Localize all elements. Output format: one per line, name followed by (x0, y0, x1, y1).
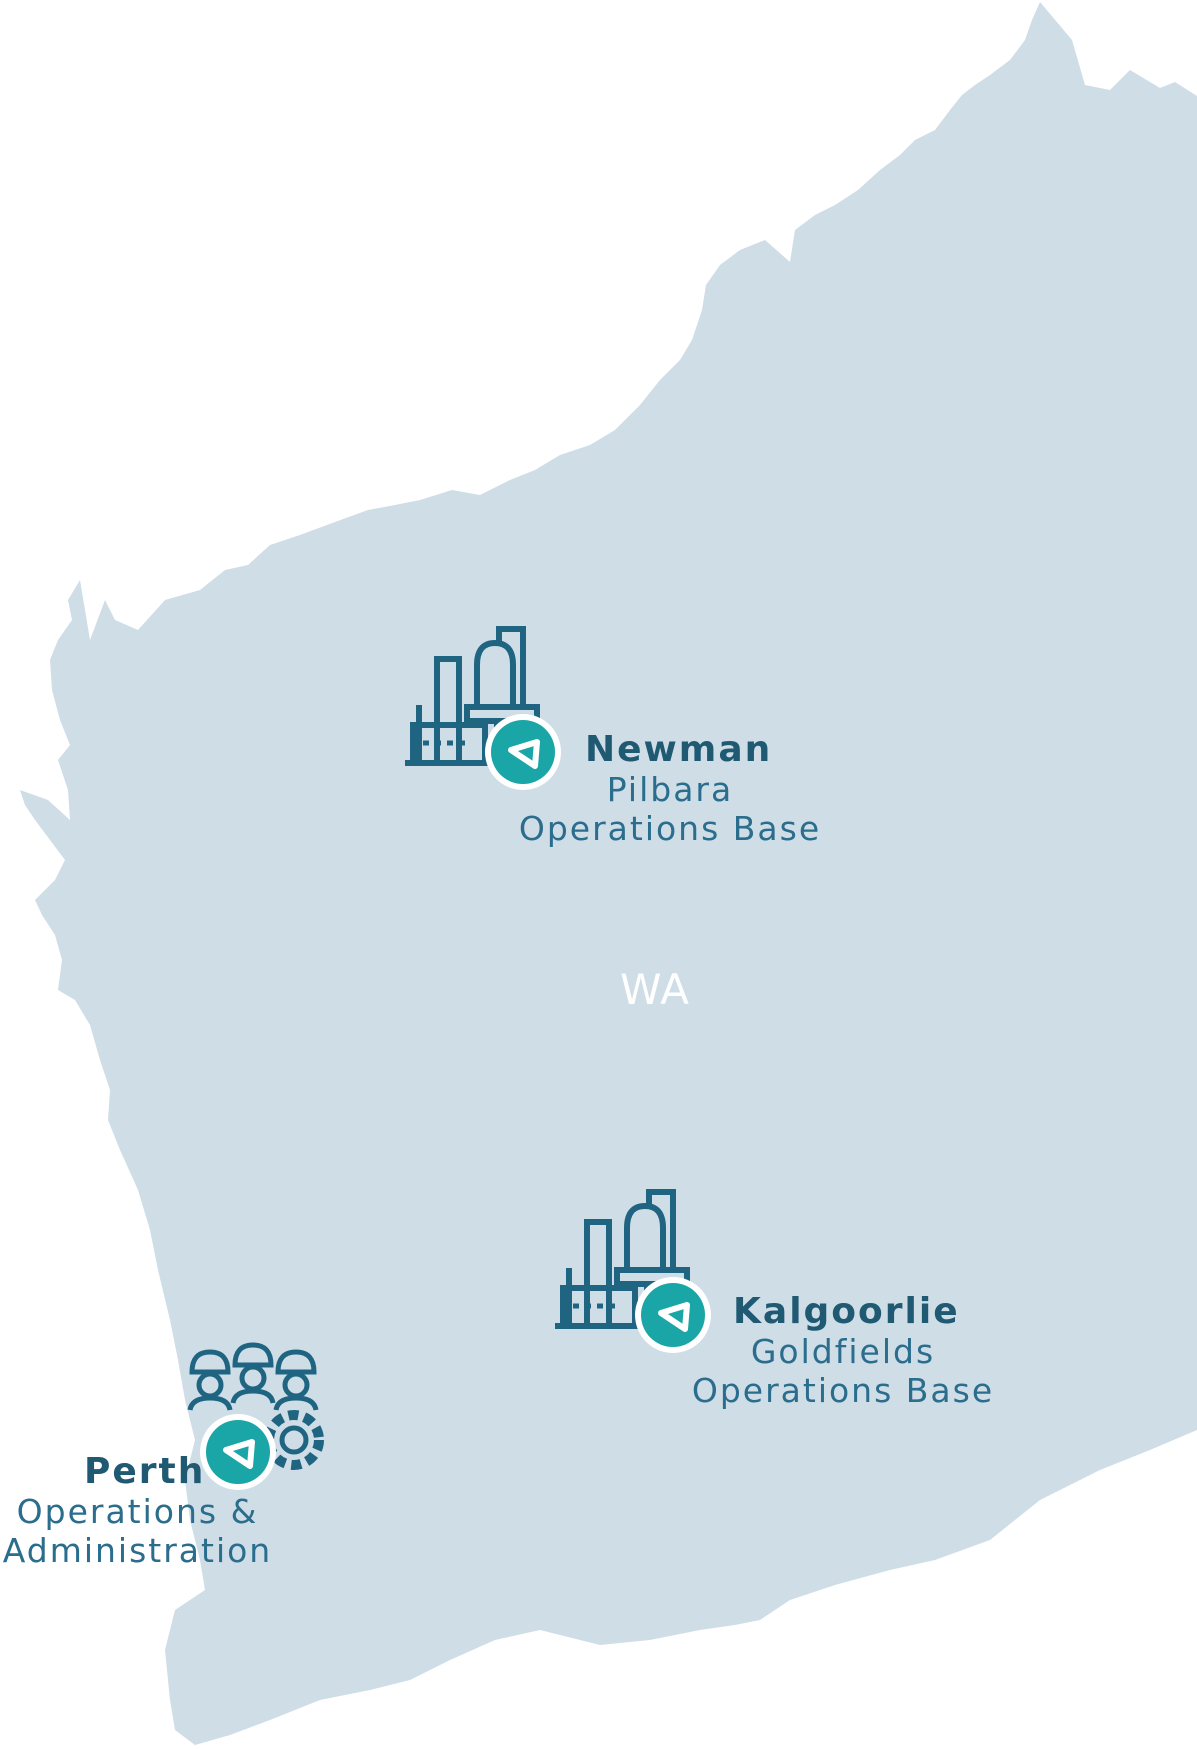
location-line1: Pilbara (606, 770, 734, 810)
land-mass (20, 2, 1197, 1745)
kalgoorlie-badge-icon (635, 1277, 711, 1353)
location-line1: Goldfields (750, 1332, 936, 1372)
location-line1: Operations & (16, 1492, 259, 1532)
newman-badge-icon (485, 714, 561, 790)
location-name: Newman (585, 729, 773, 770)
newman-label: Newman Pilbara Operations Base (510, 728, 830, 849)
location-line2: Operations Base (518, 809, 822, 849)
location-line2: Administration (2, 1531, 273, 1571)
location-name: Kalgoorlie (733, 1291, 960, 1332)
perth-label: Perth Operations & Administration (0, 1450, 275, 1571)
kalgoorlie-label: Kalgoorlie Goldfields Operations Base (668, 1290, 1018, 1411)
perth-workers-gear-icon (187, 1342, 324, 1470)
perth-badge-icon (200, 1414, 276, 1490)
location-line2: Operations Base (691, 1371, 995, 1411)
region-label: WA (620, 965, 690, 1014)
location-name: Perth (84, 1451, 206, 1492)
